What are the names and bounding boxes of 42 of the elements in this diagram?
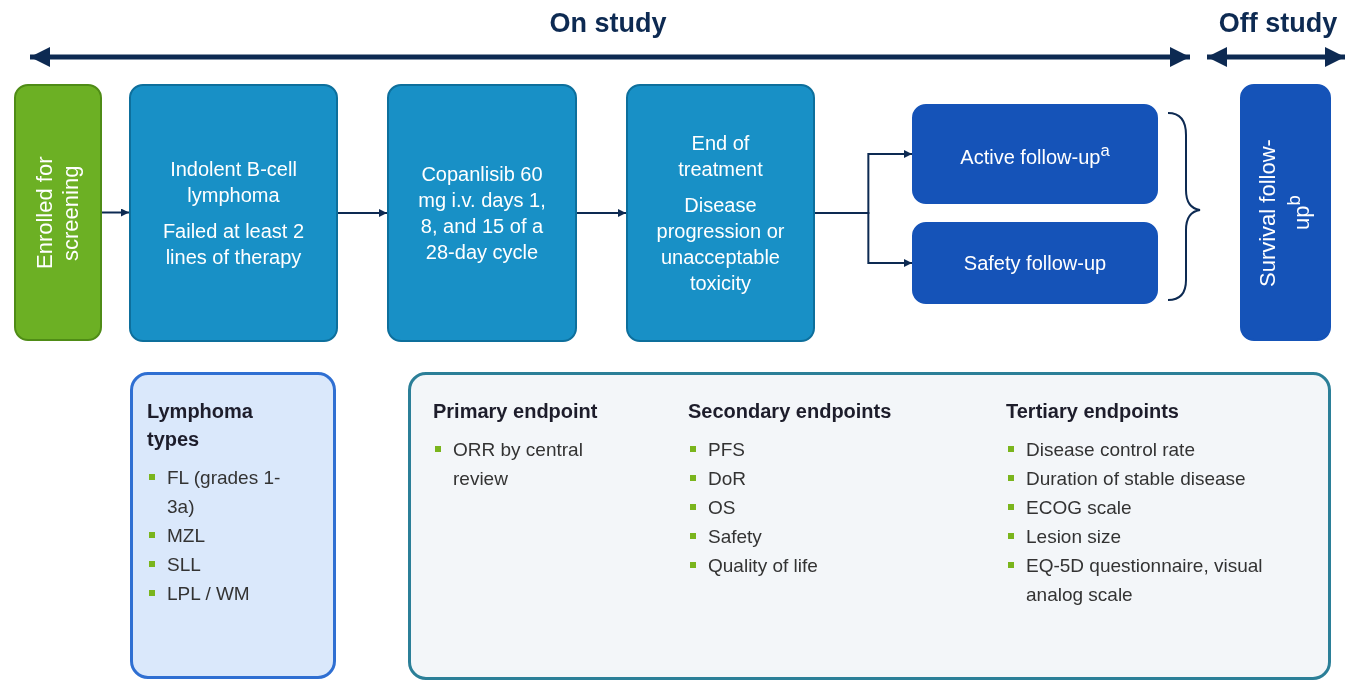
bullet-item: DoR (688, 464, 978, 493)
bullet-item: MZL (147, 521, 297, 550)
arrow (337, 209, 388, 217)
bullet-item: Safety (688, 522, 978, 551)
panel-heading: Primary endpoint (433, 399, 599, 424)
panel-heading: Secondary endpoints (688, 399, 893, 424)
box-text: Failed at least 2 lines of therapy (161, 219, 306, 270)
box-text: Indolent B-cell lymphoma (169, 157, 298, 208)
box-text: End of treatment (677, 131, 764, 182)
survival-box (1240, 84, 1331, 341)
bullet-item: OS (688, 493, 978, 522)
bullet-item: FL (grades 1-3a) (147, 463, 297, 521)
bullet-item: Quality of life (688, 551, 978, 580)
bullet-item: LPL / WM (147, 579, 297, 608)
bullet-item: EQ-5D questionnaire, visual analog scale (1006, 551, 1276, 609)
bullet-item: ECOG scale (1006, 493, 1276, 522)
bullet-item: Duration of stable disease (1006, 464, 1276, 493)
follow-up-box (912, 222, 1158, 304)
box-text: Safety follow-up (963, 251, 1107, 276)
treatment-box (387, 84, 577, 342)
arrow (101, 208, 130, 217)
panel-heading: Lymphoma types (147, 399, 254, 452)
phase-label: On study (549, 8, 667, 39)
endpoints-panel (408, 372, 1331, 680)
eligibility-box (129, 84, 338, 342)
panel-heading: Tertiary endpoints (1006, 399, 1180, 424)
box-text: Copanlisib 60 mg i.v. days 1, 8, and 15 of a 28-day cycle (417, 162, 547, 265)
bullet-item: PFS (688, 435, 978, 464)
arrow (814, 212, 913, 267)
end-of-treatment-box (626, 84, 815, 342)
bullet-item: SLL (147, 550, 297, 579)
bullet-item: ORR by central review (433, 435, 628, 493)
bullet-item: Lesion size (1006, 522, 1276, 551)
bullet-item: Disease control rate (1006, 435, 1276, 464)
lymphoma-types-panel (130, 372, 336, 679)
phase-label: Off study (1218, 8, 1338, 39)
arrow (576, 209, 627, 217)
box-text: Active follow-up$^{a}$ (960, 140, 1110, 170)
box-text: Disease progression or unacceptable toxicity (655, 193, 786, 296)
follow-up-box (912, 104, 1158, 204)
box-text: Enrolled for screening (32, 155, 84, 271)
enrollment-box (14, 84, 102, 341)
